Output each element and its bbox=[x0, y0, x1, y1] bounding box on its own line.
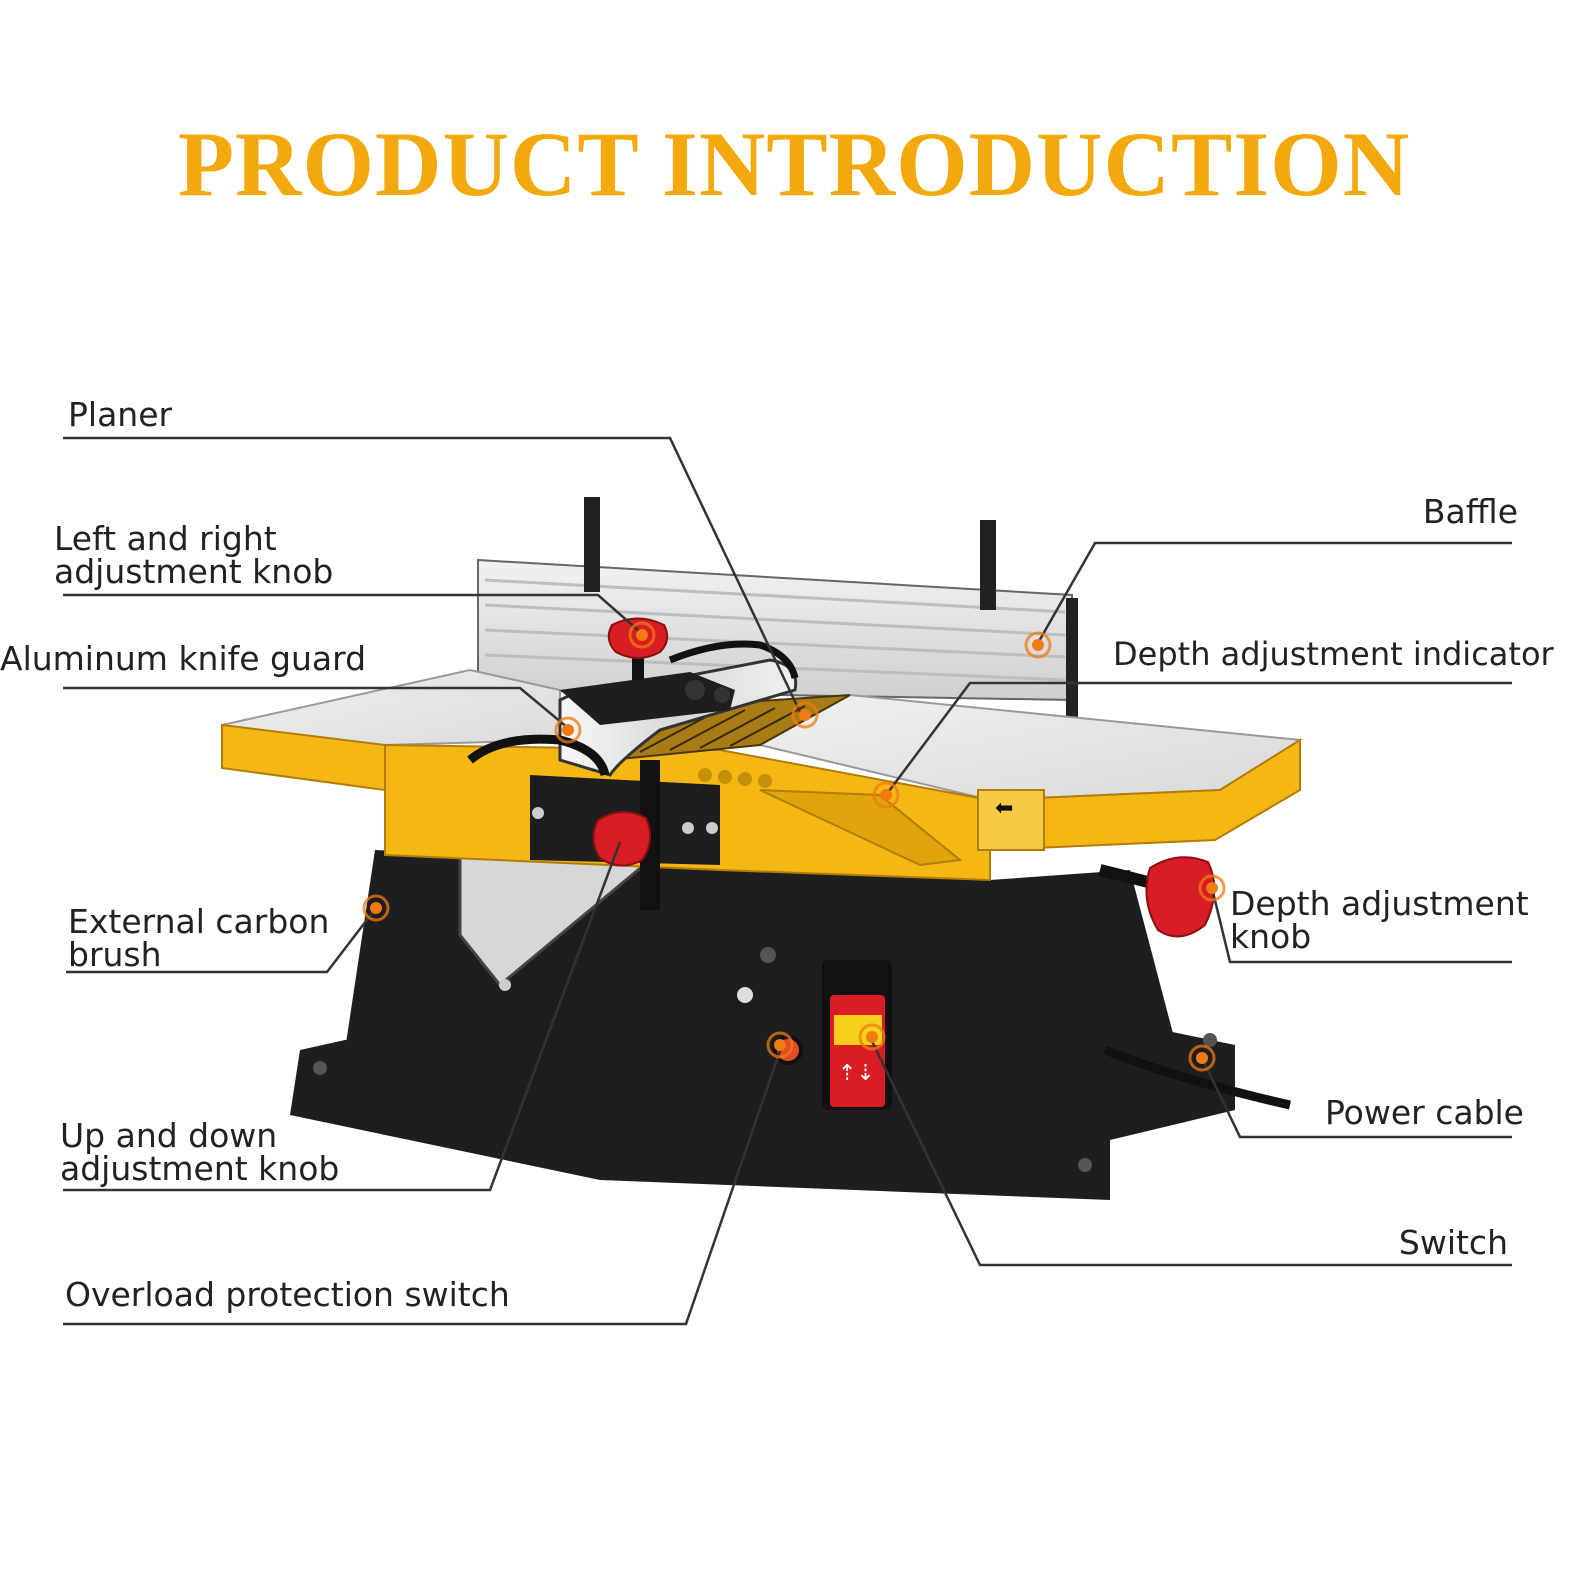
guard-pivot bbox=[685, 680, 705, 700]
label-left-right-knob: Left and right adjustment knob bbox=[54, 522, 333, 588]
marker-overload bbox=[766, 1031, 794, 1059]
fence-post bbox=[980, 520, 996, 610]
feed-arrow-icon: ⬅ bbox=[995, 796, 1013, 821]
label-left-right-knob-line1: Left and right bbox=[54, 519, 277, 558]
leader-up-down-knob bbox=[63, 841, 622, 1192]
page-title: PRODUCT INTRODUCTION bbox=[177, 113, 1411, 215]
callout-markers bbox=[362, 621, 1226, 1072]
depth-indicator-bar bbox=[759, 789, 963, 867]
feed-sticker bbox=[977, 789, 1045, 851]
knob-up-down bbox=[592, 811, 652, 867]
label-depth-knob-line2: knob bbox=[1230, 917, 1312, 956]
leader-planer bbox=[63, 436, 802, 713]
label-depth-indicator: Depth adjustment indicator bbox=[1113, 635, 1554, 673]
marker-left-right-knob bbox=[628, 621, 656, 649]
marker-knife-guard bbox=[554, 716, 582, 744]
body-screw bbox=[760, 947, 776, 963]
label-carbon-brush-line1: External carbon bbox=[68, 902, 330, 941]
power-switch: ⇡⇣ bbox=[822, 960, 892, 1110]
guard-handle-top bbox=[668, 640, 799, 679]
label-depth-knob: Depth adjustment knob bbox=[1230, 887, 1529, 953]
body-screw bbox=[737, 987, 753, 1003]
power-cable bbox=[1103, 1045, 1291, 1110]
panel-screw bbox=[706, 822, 718, 834]
leader-depth-indicator bbox=[885, 681, 1512, 796]
leader-switch bbox=[868, 1036, 1512, 1267]
label-left-right-knob-line2: adjustment knob bbox=[54, 552, 334, 591]
switch-arrows-icon: ⇡⇣ bbox=[838, 1061, 875, 1086]
leader-baffle bbox=[1036, 541, 1512, 644]
marker-power-cable bbox=[1188, 1044, 1216, 1072]
window-screw bbox=[499, 979, 511, 991]
marker-switch bbox=[858, 1023, 886, 1051]
label-carbon-brush: External carbon brush bbox=[68, 905, 329, 971]
label-switch: Switch bbox=[1398, 1223, 1508, 1262]
marker-planer bbox=[791, 701, 819, 729]
yellow-holes bbox=[698, 768, 772, 788]
base-hole bbox=[313, 1061, 327, 1075]
panel-screw bbox=[682, 822, 694, 834]
label-up-down-knob: Up and down adjustment knob bbox=[60, 1119, 339, 1185]
label-power-cable: Power cable bbox=[1324, 1093, 1524, 1132]
leader-lines bbox=[63, 436, 1512, 1326]
label-knife-guard: Aluminum knife guard bbox=[0, 639, 367, 678]
guard-pivot bbox=[714, 687, 730, 703]
label-carbon-brush-line2: brush bbox=[68, 935, 162, 974]
base-hole bbox=[1203, 1033, 1217, 1047]
marker-depth-knob bbox=[1198, 874, 1226, 902]
fence-post bbox=[584, 497, 600, 592]
leader-knife-guard bbox=[63, 686, 569, 729]
label-planer: Planer bbox=[68, 395, 173, 434]
label-depth-knob-line1: Depth adjustment bbox=[1230, 884, 1529, 923]
label-baffle: Baffle bbox=[1422, 492, 1518, 531]
marker-carbon-brush bbox=[362, 894, 390, 922]
base-hole bbox=[1078, 1158, 1092, 1172]
marker-baffle bbox=[1024, 631, 1052, 659]
leader-power-cable bbox=[1200, 1057, 1512, 1139]
leader-carbon-brush bbox=[66, 907, 377, 974]
leader-left-right-knob bbox=[63, 593, 641, 633]
knob-depth bbox=[1098, 856, 1216, 938]
leader-overload bbox=[63, 1044, 784, 1326]
machine-illustration: ⬅ bbox=[221, 497, 1304, 1200]
label-up-down-knob-line1: Up and down bbox=[60, 1116, 278, 1155]
label-up-down-knob-line2: adjustment knob bbox=[60, 1149, 340, 1188]
label-overload-switch: Overload protection switch bbox=[65, 1275, 510, 1314]
fence-edge bbox=[1066, 598, 1078, 718]
leader-depth-knob bbox=[1210, 887, 1512, 964]
panel-screw bbox=[532, 807, 544, 819]
marker-depth-indicator bbox=[872, 781, 900, 809]
